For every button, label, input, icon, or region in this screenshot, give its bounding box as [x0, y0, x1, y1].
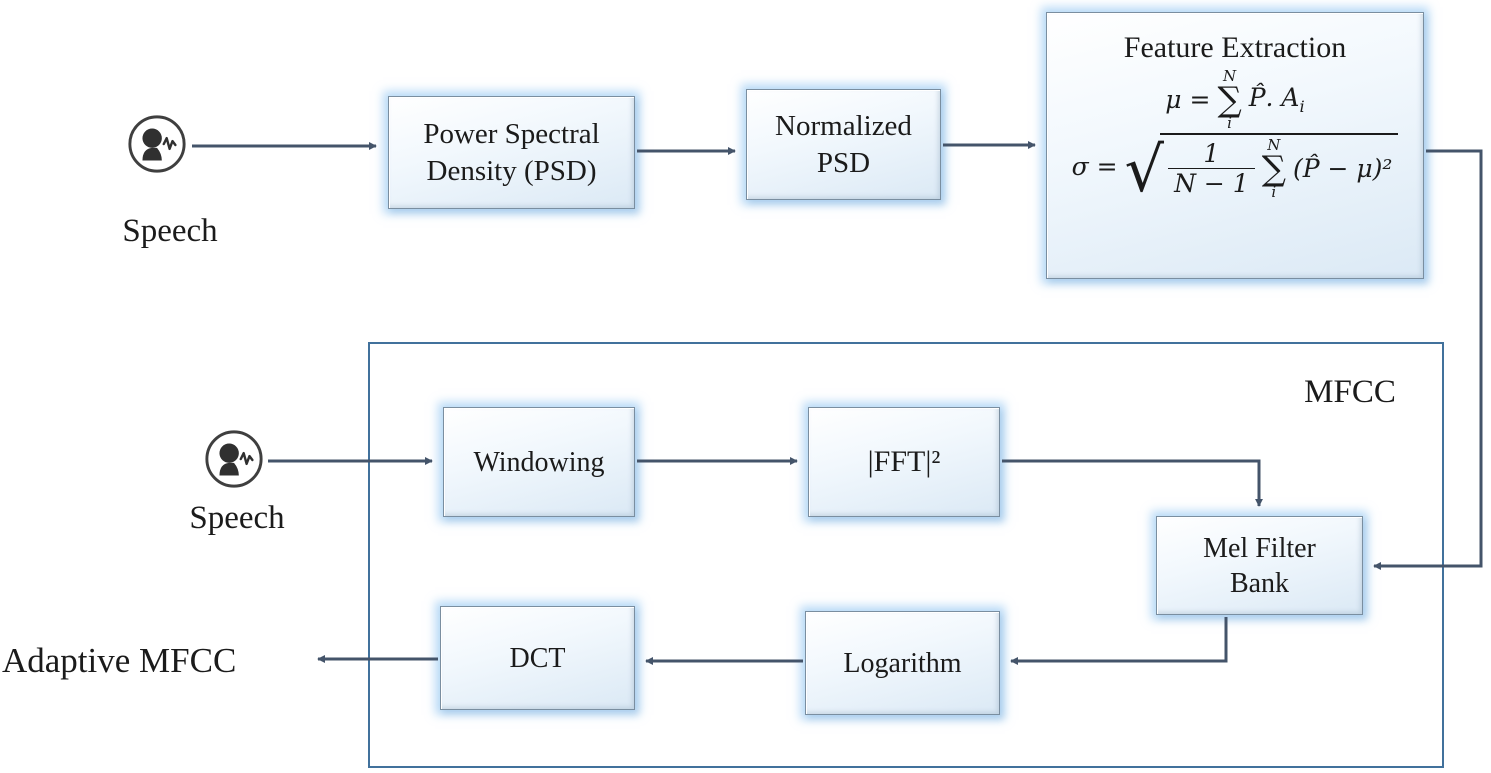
mu-expression-main: P̂. A — [1248, 82, 1300, 112]
bust-silhouette-icon — [219, 462, 239, 476]
feature-extraction-box: Feature Extraction μ = N ∑ i P̂. Ai σ = … — [1046, 12, 1424, 279]
sum-lower-limit: i — [1271, 183, 1277, 202]
fft-box: |FFT|² — [808, 407, 1000, 517]
summation-symbol: N ∑ i — [1217, 66, 1242, 132]
head-silhouette-icon — [142, 128, 162, 148]
windowing-label: Windowing — [473, 446, 605, 478]
normalized-psd-box: Normalized PSD — [746, 89, 941, 200]
sound-wave-icon — [162, 136, 177, 151]
psd-box-label: Power Spectral Density (PSD) — [423, 118, 600, 187]
windowing-box: Windowing — [443, 407, 635, 517]
speech-label-top: Speech — [122, 213, 218, 249]
logarithm-label: Logarithm — [843, 647, 962, 679]
mel-filter-bank-label: Mel Filter Bank — [1203, 532, 1316, 599]
sigma-expression: (P̂ − μ)² — [1292, 154, 1393, 184]
dct-box: DCT — [440, 606, 635, 710]
speech-speaker-icon — [128, 115, 186, 173]
fraction-denominator: N − 1 — [1168, 167, 1255, 198]
sum-lower-limit: i — [1227, 113, 1232, 132]
mu-lhs: μ = — [1165, 85, 1211, 115]
mu-expression: P̂. Ai — [1249, 82, 1305, 117]
mfcc-container-label: MFCC — [1304, 374, 1396, 410]
logarithm-box: Logarithm — [805, 611, 1000, 715]
fft-label: |FFT|² — [867, 445, 941, 479]
sigma-formula: σ = √ 1 N − 1 N ∑ i (P̂ − μ)² — [1047, 132, 1423, 207]
adaptive-mfcc-output-label: Adaptive MFCC — [2, 641, 237, 680]
radicand: 1 N − 1 N ∑ i (P̂ − μ)² — [1160, 132, 1399, 202]
speech-speaker-icon — [205, 430, 263, 488]
sum-upper-limit: N — [1267, 135, 1281, 154]
feature-extraction-title: Feature Extraction — [1123, 31, 1347, 64]
fraction-numerator: 1 — [1203, 139, 1220, 169]
sigma-lhs: σ = — [1071, 151, 1118, 181]
mu-formula: μ = N ∑ i P̂. Ai — [1047, 66, 1423, 132]
sum-upper-limit: N — [1223, 66, 1237, 85]
radical-icon: √ — [1124, 133, 1165, 207]
mel-filter-bank-box: Mel Filter Bank — [1156, 516, 1363, 615]
sound-wave-icon — [239, 451, 254, 466]
sigma-sum-icon: ∑ — [1261, 148, 1286, 189]
dct-label: DCT — [509, 642, 566, 674]
sigma-sum-icon: ∑ — [1217, 79, 1242, 120]
normalized-psd-label: Normalized PSD — [775, 110, 912, 179]
psd-box: Power Spectral Density (PSD) — [388, 96, 635, 209]
speech-label-bottom: Speech — [189, 500, 285, 536]
fraction: 1 N − 1 — [1168, 140, 1255, 197]
mu-expression-subscript: i — [1299, 96, 1305, 116]
head-silhouette-icon — [219, 443, 239, 463]
bust-silhouette-icon — [142, 147, 162, 161]
summation-symbol: N ∑ i — [1261, 135, 1286, 202]
square-root: √ 1 N − 1 N ∑ i (P̂ − μ)² — [1124, 132, 1399, 207]
